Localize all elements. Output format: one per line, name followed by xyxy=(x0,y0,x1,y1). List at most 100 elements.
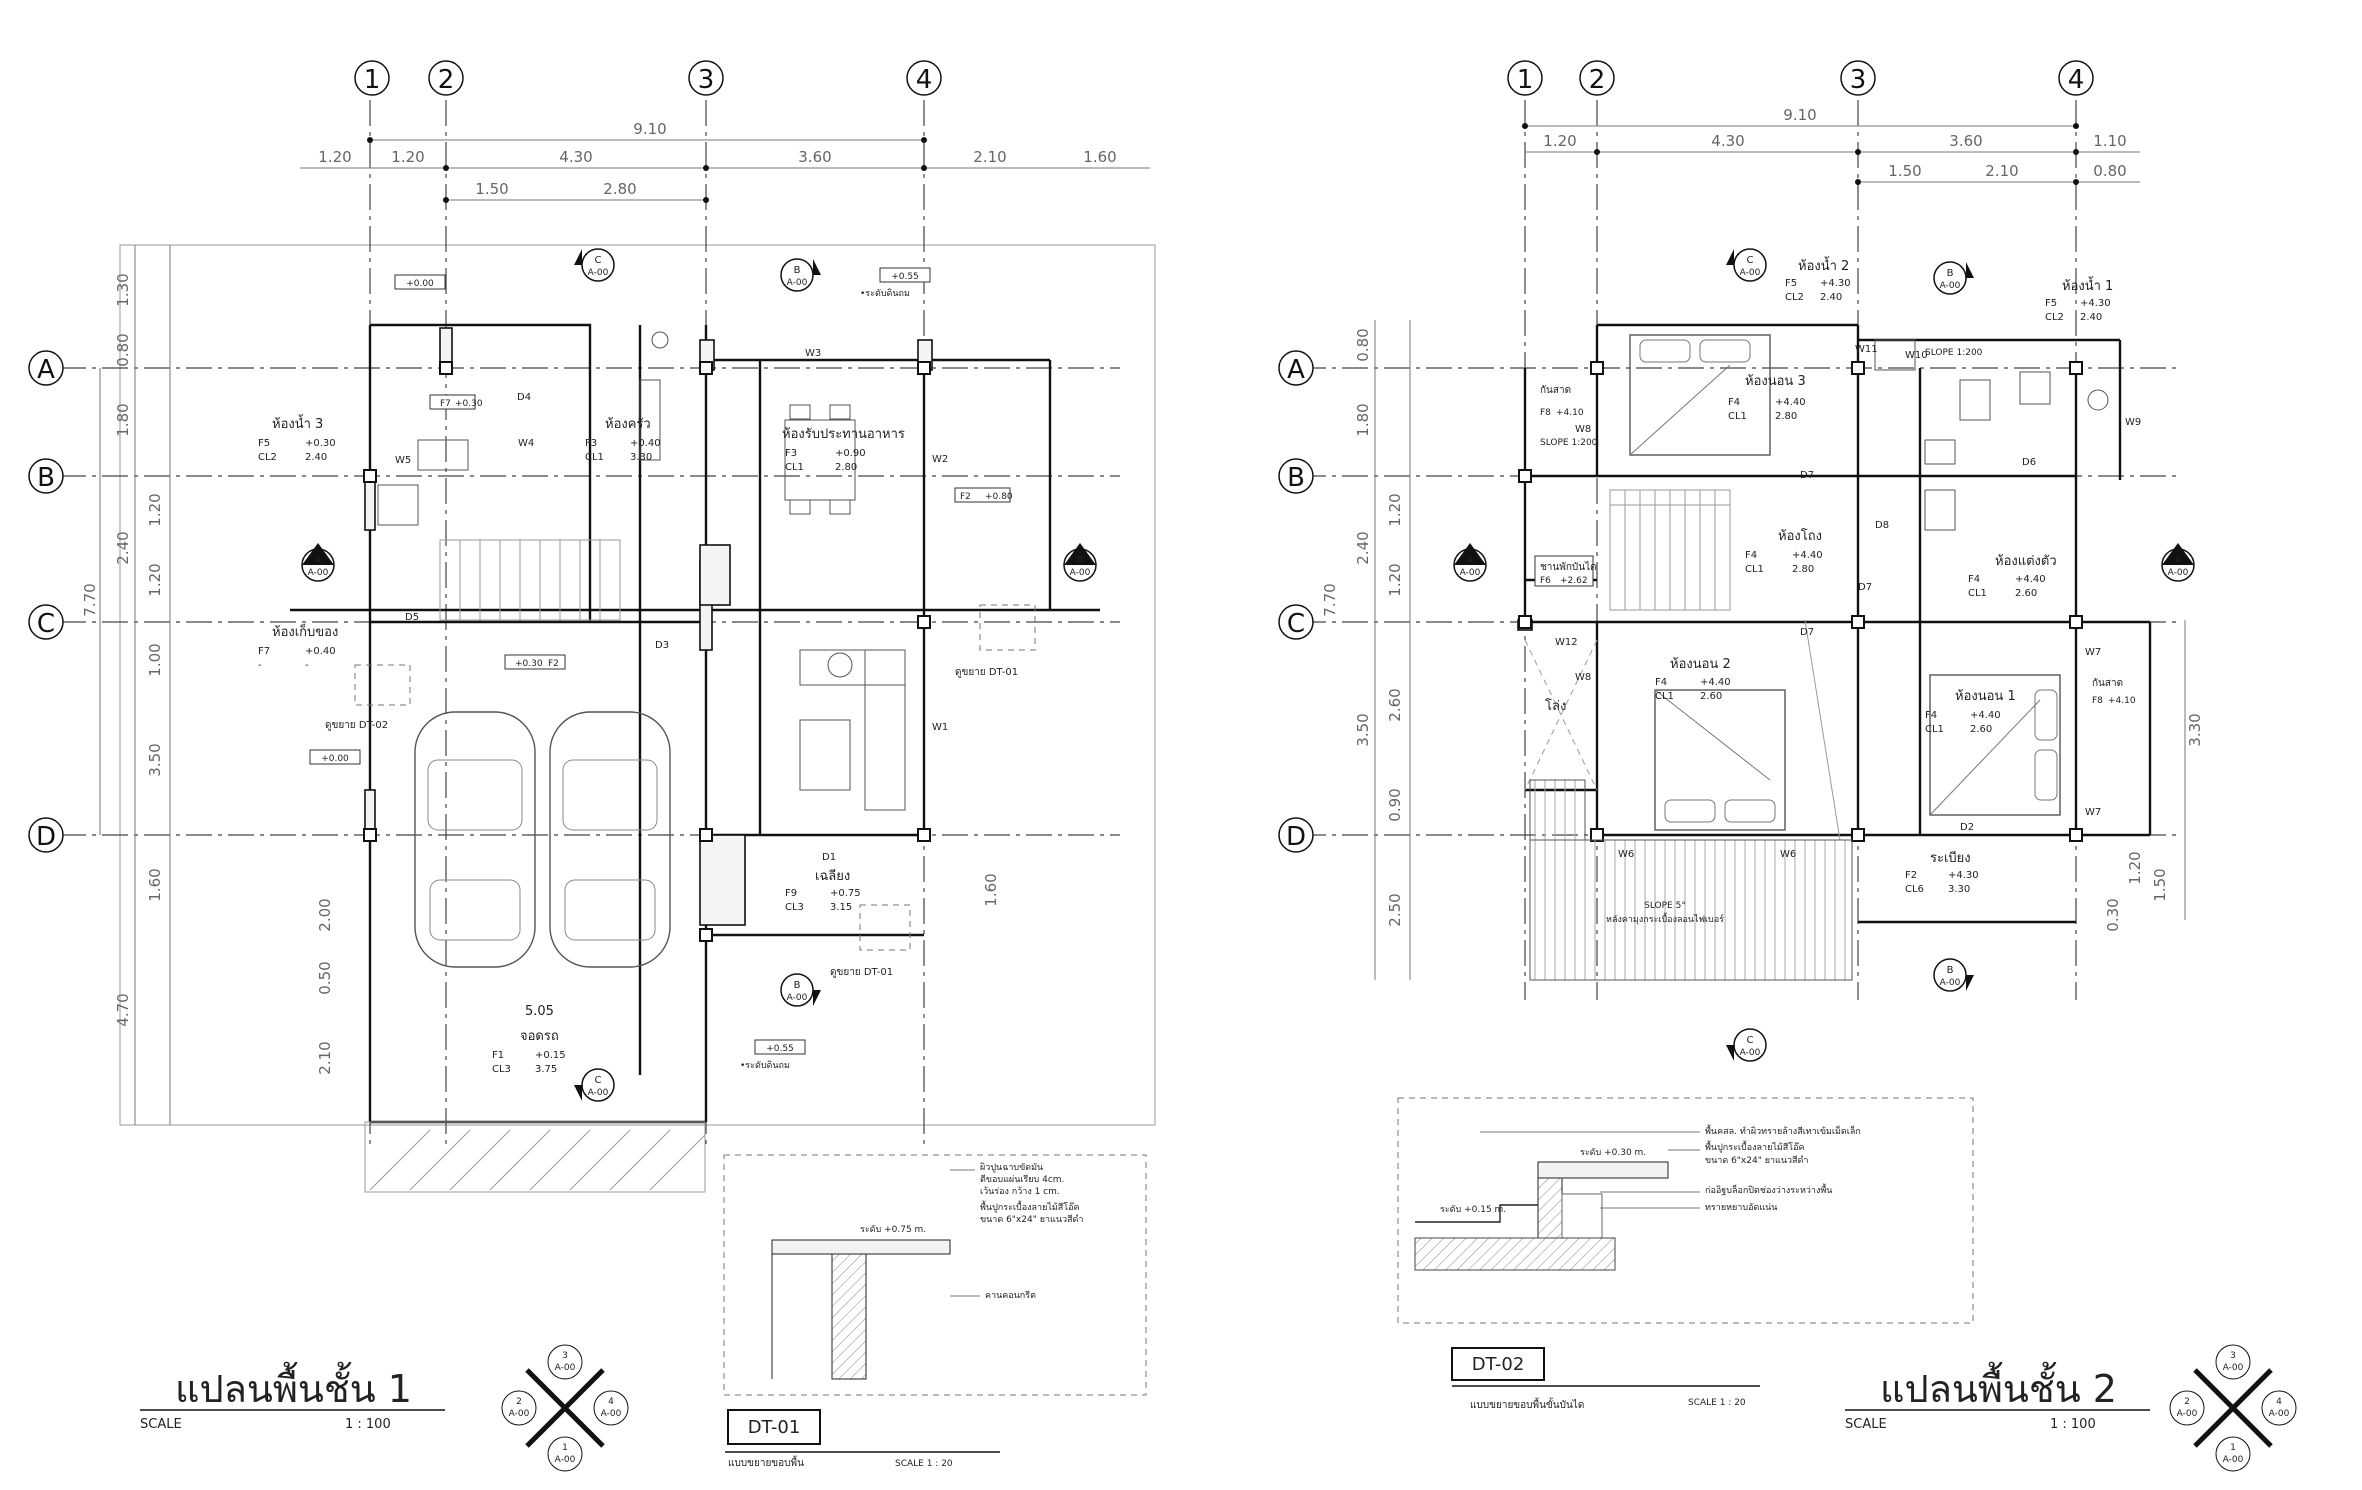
svg-text:2.40: 2.40 xyxy=(305,452,327,463)
plan1-dim-inner: 2.10 xyxy=(316,1041,334,1074)
svg-text:+4.40: +4.40 xyxy=(1775,397,1806,408)
room-awning-right: กันสาด F8 +4.10 xyxy=(2092,678,2136,706)
plan1-dim-total: 9.10 xyxy=(633,120,666,138)
svg-text:+0.75: +0.75 xyxy=(830,888,861,899)
svg-text:3.15: 3.15 xyxy=(830,902,852,913)
svg-text:ห้องนอน 1: ห้องนอน 1 xyxy=(1955,689,2016,704)
room-terrace: เฉลียง F9 +0.75 CL3 3.15 xyxy=(785,868,861,913)
svg-text:W6: W6 xyxy=(1780,849,1796,860)
svg-text:W9: W9 xyxy=(2125,417,2141,428)
svg-text:4: 4 xyxy=(2276,1397,2282,1407)
svg-text:พื้นคสล. ทำผิวทรายล้างสีเทาเข้: พื้นคสล. ทำผิวทรายล้างสีเทาเข้มเม็ดเล็ก xyxy=(1705,1124,1861,1137)
svg-text:A-00: A-00 xyxy=(555,1455,576,1465)
grid-row-d: D xyxy=(36,822,56,852)
svg-text:F2: F2 xyxy=(548,659,559,669)
plan1-step-box xyxy=(699,544,731,606)
plan1-dim-left: 1.20 xyxy=(146,563,164,596)
svg-text:2: 2 xyxy=(2184,1397,2190,1407)
plan1-dim-left: 1.00 xyxy=(146,643,164,676)
svg-text:1: 1 xyxy=(562,1443,568,1453)
svg-text:+0.00: +0.00 xyxy=(321,754,349,764)
plan2-scale-label: SCALE xyxy=(1845,1417,1887,1432)
plan1-title: แปลนพื้นชั้น 1 xyxy=(175,1361,412,1411)
svg-text:ห้องแต่งตัว: ห้องแต่งตัว xyxy=(1995,554,2057,569)
plan1-scale-value: 1 : 100 xyxy=(345,1417,391,1432)
grid-col-3: 3 xyxy=(698,65,715,95)
svg-text:CL1: CL1 xyxy=(785,462,804,473)
svg-text:+0.30: +0.30 xyxy=(515,659,543,669)
plan1-dim-left: 4.70 xyxy=(114,993,132,1026)
second-floor-plan: 1 2 3 4 A B C D 9.10 1.20 4.30 3.60 1.10 xyxy=(1278,60,2297,1472)
svg-text:W12: W12 xyxy=(1555,637,1578,648)
plan1-dim-top: 2.10 xyxy=(973,148,1006,166)
svg-text:W8: W8 xyxy=(1575,424,1591,435)
plan2-dim-sub: 0.80 xyxy=(2093,162,2126,180)
svg-text:ระดับ +0.30 m.: ระดับ +0.30 m. xyxy=(1580,1148,1646,1158)
room-carport: 5.05 จอดรถ F1 +0.15 CL3 3.75 xyxy=(492,1004,566,1075)
grid-col-2: 2 xyxy=(1589,65,1606,95)
svg-text:+4.40: +4.40 xyxy=(2015,574,2046,585)
plan2-dim-left: 1.20 xyxy=(1386,563,1404,596)
plan1-top-dimensions: 9.10 1.20 1.20 4.30 3.60 2.10 1.60 1.50 … xyxy=(300,120,1150,203)
plan1-room-labels: ห้องน้ำ 3 F5 +0.30 CL2 2.40 ห้องครัว F3 … xyxy=(258,414,905,1075)
svg-text:4: 4 xyxy=(608,1397,614,1407)
svg-text:W7: W7 xyxy=(2085,647,2101,658)
svg-text:-: - xyxy=(258,660,262,671)
room-bedroom-2: ห้องนอน 2 F4 +4.40 CL1 2.60 xyxy=(1655,657,1731,702)
plan1-dining-table xyxy=(784,404,856,515)
svg-text:CL6: CL6 xyxy=(1905,884,1924,895)
svg-text:+0.90: +0.90 xyxy=(835,448,866,459)
svg-text:จอดรถ: จอดรถ xyxy=(520,1029,559,1044)
svg-text:+0.40: +0.40 xyxy=(630,438,661,449)
svg-text:F4: F4 xyxy=(1745,550,1757,561)
svg-text:2.40: 2.40 xyxy=(2080,312,2102,323)
plan2-dim-right: 1.50 xyxy=(2151,868,2169,901)
section-marker-b-top: B A-00 xyxy=(1933,261,1974,295)
plan1-dim-sub: 2.80 xyxy=(603,180,636,198)
plan1-detail-refs: ดูขยาย DT-01 ดูขยาย DT-02 ดูขยาย DT-01 xyxy=(325,604,1036,978)
svg-text:CL3: CL3 xyxy=(492,1064,511,1075)
svg-text:+2.62: +2.62 xyxy=(1560,576,1588,586)
svg-text:D1: D1 xyxy=(822,852,836,863)
plan1-left-dimensions: 1.30 0.80 1.80 2.40 1.20 1.20 1.00 3.50 … xyxy=(81,245,1000,1125)
svg-text:F5: F5 xyxy=(2045,298,2057,309)
plan2-stair xyxy=(1524,489,1841,841)
svg-text:2.80: 2.80 xyxy=(835,462,857,473)
plan1-dim-top: 3.60 xyxy=(798,148,831,166)
svg-text:A-00: A-00 xyxy=(2223,1455,2244,1465)
svg-text:D7: D7 xyxy=(1800,470,1814,481)
svg-text:F9: F9 xyxy=(785,888,797,899)
svg-text:CL2: CL2 xyxy=(1785,292,1804,303)
plan2-slope-note: SLOPE 1:200 xyxy=(1925,348,1983,358)
svg-text:W11: W11 xyxy=(1855,344,1878,355)
plan2-opening-tags: D6 D7 D7 D7 D8 D2 W6 W6 W7 W7 W8 W8 W9 W… xyxy=(1555,344,2141,860)
svg-text:ตีขอบแผ่นเรียบ 4cm.: ตีขอบแผ่นเรียบ 4cm. xyxy=(980,1174,1064,1185)
plan1-bath-fixtures xyxy=(377,331,669,526)
plan2-dim-right: 3.30 xyxy=(2186,713,2204,746)
svg-text:+0.00: +0.00 xyxy=(406,279,434,289)
svg-text:ขนาด 6"x24" ยาแนวสีดำ: ขนาด 6"x24" ยาแนวสีดำ xyxy=(980,1214,1083,1225)
plan2-roof-area: SLOPE 5° หลังคามุงกระเบื้องลอนไฟเบอร์ xyxy=(1529,779,1853,981)
svg-text:2.60: 2.60 xyxy=(1700,691,1722,702)
svg-text:+0.55: +0.55 xyxy=(891,272,919,282)
plan1-dim-left: 3.50 xyxy=(146,743,164,776)
section-marker-a-right: A A-00 xyxy=(2161,543,2195,582)
grid-row-b: B xyxy=(1287,463,1305,493)
plan1-frame xyxy=(119,244,1156,1126)
svg-text:ห้องโถง: ห้องโถง xyxy=(1778,528,1822,544)
section-marker-c-bottom: C A-00 xyxy=(574,1068,615,1102)
plan1-dim-top: 1.20 xyxy=(318,148,351,166)
svg-text:B: B xyxy=(794,265,801,276)
svg-text:+4.40: +4.40 xyxy=(1970,710,2001,721)
svg-text:+4.30: +4.30 xyxy=(1820,278,1851,289)
svg-text:C: C xyxy=(595,1075,602,1086)
grid-row-c: C xyxy=(37,609,55,639)
plan1-dim-top: 4.30 xyxy=(559,148,592,166)
plan1-sofa xyxy=(799,649,906,811)
svg-text:W2: W2 xyxy=(932,454,948,465)
first-floor-plan: 1 2 3 4 A B C D 9.10 1.20 1.20 4.30 3.60 xyxy=(28,60,1156,1472)
svg-text:F1: F1 xyxy=(492,1050,504,1061)
plan2-left-dimensions: 0.80 1.80 2.40 1.20 1.20 7.70 3.50 2.60 … xyxy=(1321,320,2204,980)
svg-text:D4: D4 xyxy=(517,392,531,403)
section-marker-a-right: A A-00 xyxy=(1063,543,1097,582)
